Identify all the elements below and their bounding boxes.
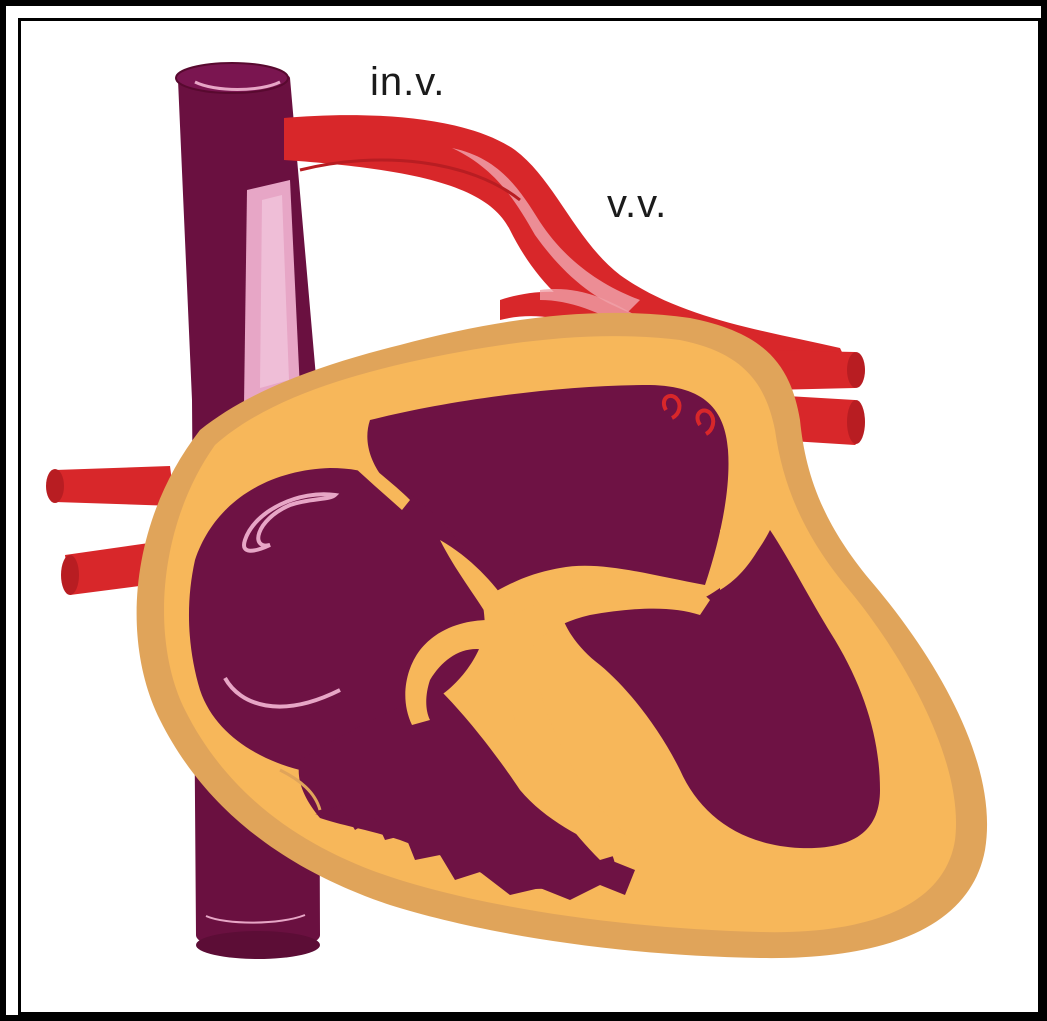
label-vitelline-vein: v.v. xyxy=(607,182,667,227)
label-inferior-vein: in.v. xyxy=(370,60,445,105)
